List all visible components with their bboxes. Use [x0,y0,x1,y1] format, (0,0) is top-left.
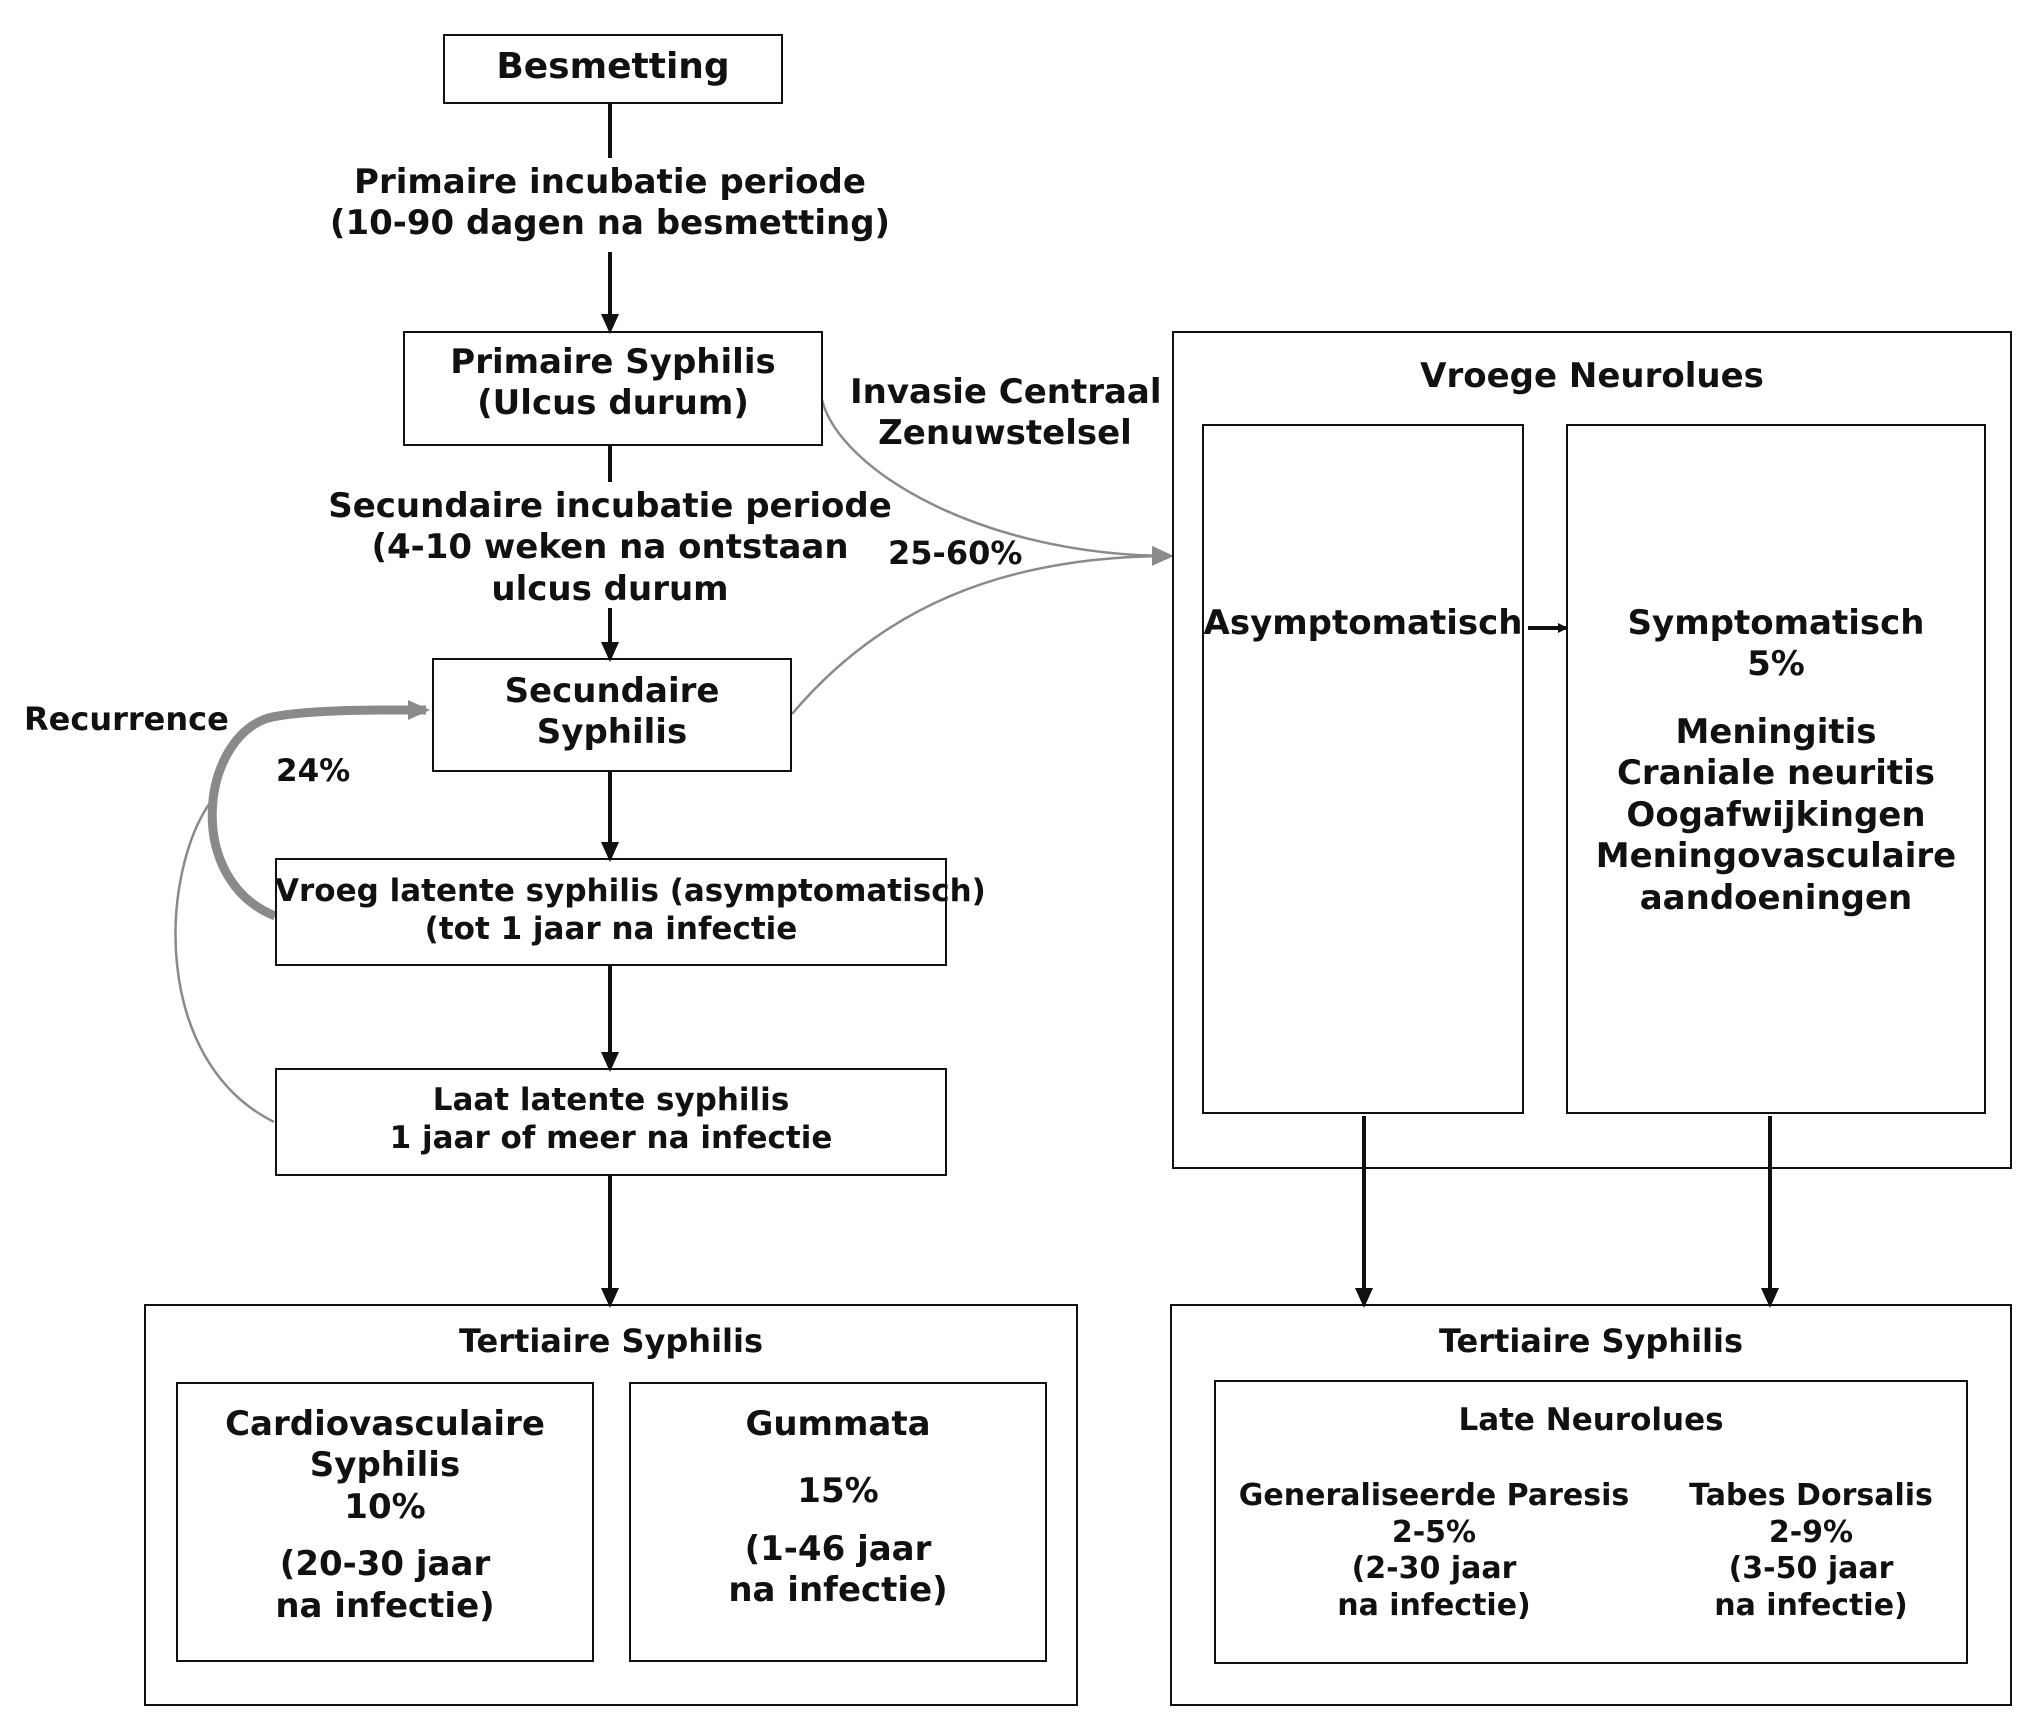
symptomatisch-label: Symptomatisch 5% Meningitis Craniale neu… [1566,603,1986,919]
invasie-line-1: Invasie Centraal [850,372,1162,412]
recurrence-arrow-thick [207,699,430,921]
cardio-label: Cardiovasculaire Syphilis 10% (20-30 jaa… [176,1404,594,1627]
vroege-neurolues-box [1172,331,2012,1169]
tabes-label: Tabes Dorsalis 2-9% (3-50 jaar na infect… [1658,1478,1964,1624]
secundaire-syphilis-box [432,658,792,772]
secundaire-incubatie-label: Secundaire incubatie periode (4-10 weken… [300,486,920,610]
late-neurolues-box [1214,1380,1968,1664]
invasie-line-2: Zenuwstelsel [878,413,1132,454]
recurrence-percentage: 24% [276,753,366,791]
vroeg-latent-box [275,858,947,966]
symptomatisch-pct: 5% [1747,644,1805,685]
cardio-box [176,1382,594,1662]
besmetting-box [443,34,783,104]
symptomatisch-spacer [1566,686,1986,712]
vroeg-latent-line-2: (tot 1 jaar na infectie [424,910,798,947]
recurrence-text: Recurrence [24,700,229,738]
late-neurolues-title: Late Neurolues [1214,1402,1968,1440]
paresis-time-2: na infectie) [1337,1587,1531,1623]
gummata-spacer-1 [629,1445,1047,1471]
vroege-neurolues-title-text: Vroege Neurolues [1420,356,1764,396]
tertiaire-right-title-text: Tertiaire Syphilis [1438,1322,1744,1360]
secundaire-incubatie-line-1: Secundaire incubatie periode [328,486,892,526]
vroege-neurolues-title: Vroege Neurolues [1172,356,2012,397]
cardio-name-2: Syphilis [309,1445,461,1486]
symptomatisch-text: Symptomatisch [1627,603,1925,643]
tabes-time-1: (3-50 jaar [1728,1551,1894,1587]
secundaire-syphilis-label: Secundaire Syphilis [432,671,792,754]
late-neurolues-title-text: Late Neurolues [1458,1402,1724,1438]
symptom-3: Oogafwijkingen [1626,794,1926,835]
tabes-pct: 2-9% [1768,1514,1854,1550]
laat-latent-line-1: Laat latente syphilis [432,1082,790,1118]
secundaire-incubatie-line-2: (4-10 weken na ontstaan [371,527,849,568]
invasion-curve-secundaire [791,554,1171,715]
tabes-name: Tabes Dorsalis [1689,1478,1933,1513]
besmetting-label: Besmetting [443,45,783,89]
secundaire-incubatie-line-3: ulcus durum [491,568,729,609]
secundaire-syphilis-line-2: Syphilis [536,712,688,753]
primaire-incubatie-line-1: Primaire incubatie periode [354,162,866,202]
asymptomatisch-box [1202,424,1524,1114]
tertiaire-right-box [1170,1304,2012,1706]
asymptomatisch-label: Asymptomatisch [1202,603,1524,644]
symptom-4: Meningovasculaire [1595,836,1957,877]
tertiaire-left-title-text: Tertiaire Syphilis [458,1322,764,1360]
primaire-incubatie-line-2: (10-90 dagen na besmetting) [329,203,891,244]
primaire-syphilis-label: Primaire Syphilis (Ulcus durum) [403,342,823,425]
paresis-pct: 2-5% [1391,1514,1477,1550]
cardio-time-2: na infectie) [275,1585,495,1626]
besmetting-text: Besmetting [496,46,730,87]
cardio-name-1: Cardiovasculaire [225,1404,545,1444]
tertiaire-right-title: Tertiaire Syphilis [1170,1322,2012,1361]
invasie-label: Invasie Centraal Zenuwstelsel [850,372,1162,455]
primaire-syphilis-line-2: (Ulcus durum) [477,383,749,424]
vroeg-latent-label: Vroeg latente syphilis (asymptomatisch) … [275,873,986,949]
invasie-pct-text: 25-60% [888,534,1023,572]
asymptomatisch-text: Asymptomatisch [1203,603,1523,643]
laat-latent-box [275,1068,947,1176]
gummata-pct: 15% [797,1471,879,1512]
symptom-1: Meningitis [1675,711,1877,752]
gummata-name: Gummata [745,1404,931,1444]
gummata-time-2: na infectie) [728,1570,948,1611]
cardio-pct: 10% [344,1486,426,1527]
recurrence-arrow-thin [174,799,275,1124]
symptom-2: Craniale neuritis [1616,753,1936,794]
primaire-incubatie-label: Primaire incubatie periode (10-90 dagen … [300,162,920,245]
recurrence-label: Recurrence [24,700,254,739]
tabes-time-2: na infectie) [1714,1587,1908,1623]
gummata-time-1: (1-46 jaar [744,1528,932,1569]
vroeg-latent-line-1: Vroeg latente syphilis (asymptomatisch) [275,873,986,909]
invasie-percentage: 25-60% [888,534,1038,573]
paresis-time-1: (2-30 jaar [1351,1551,1517,1587]
cardio-time-1: (20-30 jaar [279,1544,491,1585]
invasion-curve-primaire [820,399,1174,566]
laat-latent-label: Laat latente syphilis 1 jaar of meer na … [275,1082,947,1158]
paresis-label: Generaliseerde Paresis 2-5% (2-30 jaar n… [1218,1478,1650,1624]
primaire-syphilis-line-1: Primaire Syphilis [450,342,776,382]
paresis-name: Generaliseerde Paresis [1238,1478,1630,1513]
secundaire-syphilis-line-1: Secundaire [504,671,720,711]
cardio-spacer [176,1528,594,1544]
symptom-5: aandoeningen [1639,877,1913,918]
symptomatisch-box [1566,424,1986,1114]
tertiaire-left-title: Tertiaire Syphilis [144,1322,1078,1361]
gummata-label: Gummata 15% (1-46 jaar na infectie) [629,1404,1047,1612]
primaire-syphilis-box [403,331,823,446]
gummata-box [629,1382,1047,1662]
recurrence-pct-text: 24% [276,753,351,789]
tertiaire-left-box [144,1304,1078,1706]
gummata-spacer-2 [629,1513,1047,1529]
laat-latent-line-2: 1 jaar of meer na infectie [389,1119,833,1156]
